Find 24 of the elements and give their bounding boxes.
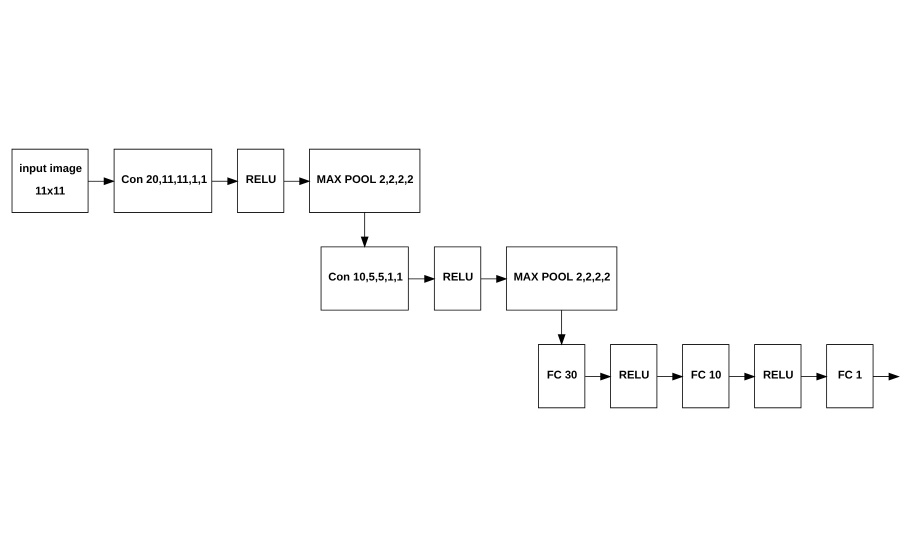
arrow bbox=[558, 310, 566, 346]
node-box: Con 10,5,5,1,1 bbox=[320, 246, 409, 311]
node-box: MAX POOL 2,2,2,2 bbox=[506, 246, 618, 311]
arrow bbox=[284, 177, 311, 186]
arrow bbox=[212, 177, 239, 186]
node-box: Con 20,11,11,1,1 bbox=[114, 148, 212, 213]
node-box: input image 11x11 bbox=[12, 148, 88, 213]
arrow bbox=[656, 372, 684, 380]
node-box: FC 10 bbox=[682, 344, 730, 408]
arrow bbox=[480, 274, 508, 283]
node-box: FC 1 bbox=[826, 344, 874, 408]
arrow bbox=[801, 372, 828, 380]
node-box: RELU bbox=[610, 344, 658, 408]
node-box: RELU bbox=[236, 148, 284, 213]
arrow bbox=[872, 372, 900, 380]
arrow bbox=[584, 372, 612, 380]
node-box: RELU bbox=[434, 246, 482, 311]
arrow bbox=[88, 177, 115, 186]
arrow bbox=[728, 372, 756, 380]
node-box: FC 30 bbox=[538, 344, 586, 408]
arrow bbox=[360, 212, 369, 248]
node-box: RELU bbox=[754, 344, 802, 408]
node-box: MAX POOL 2,2,2,2 bbox=[309, 148, 420, 213]
arrow bbox=[408, 274, 436, 283]
